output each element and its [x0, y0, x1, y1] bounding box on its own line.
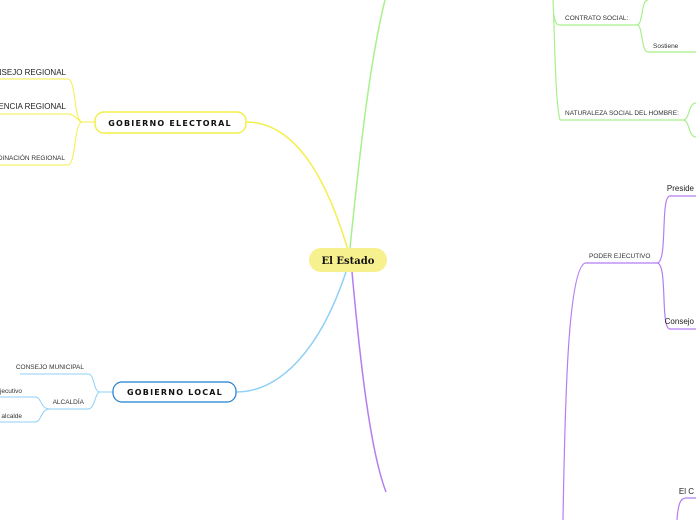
presidencia-label[interactable]: Preside — [667, 184, 695, 193]
connector-electoral — [245, 121, 349, 251]
connector-local — [235, 271, 347, 393]
connector-alcalde — [0, 408, 51, 423]
gobierno-electoral-label: GOBIERNO ELECTORAL — [108, 119, 232, 128]
gobierno-local-node[interactable] — [112, 381, 237, 403]
sostiene-label[interactable]: Sostiene — [653, 43, 679, 50]
connector-ejecutivo — [0, 396, 51, 410]
purple-trunk — [562, 262, 657, 520]
alcalde-label[interactable]: alcalde — [1, 413, 22, 420]
connector-consejo — [656, 262, 696, 330]
connector-coordinacion-regional — [0, 121, 83, 166]
el-c-label[interactable]: El C — [679, 487, 694, 496]
connector-purple — [351, 271, 387, 493]
gobierno-electoral-node[interactable] — [94, 111, 247, 134]
connector-consejo-municipal — [20, 373, 113, 393]
connector-contrato-up — [636, 0, 649, 26]
connector-presidencia-regional — [0, 113, 83, 123]
root-label: El Estado — [322, 256, 375, 267]
ejecutivo-label[interactable]: ejecutivo — [0, 388, 22, 395]
connector-sostiene — [636, 24, 696, 53]
root-node[interactable] — [309, 248, 387, 272]
alcaldia-label[interactable]: ALCALDÍA — [53, 397, 85, 406]
connector-consejo-regional — [0, 78, 95, 123]
connector-naturaleza-down — [682, 119, 696, 138]
gobierno-local-label: GOBIERNO LOCAL — [127, 388, 223, 397]
presidencia-regional-label[interactable]: PRESIDENCIA REGIONAL — [0, 102, 67, 111]
green-trunk — [552, 0, 561, 121]
consejo-regional-label[interactable]: CONSEJO REGIONAL — [0, 68, 67, 77]
coordinacion-regional-label[interactable]: COORDINACIÓN REGIONAL — [0, 153, 65, 162]
contrato-social-label[interactable]: CONTRATO SOCIAL: — [565, 15, 629, 22]
consejo-label[interactable]: Consejo — [665, 317, 695, 326]
connector-el-c — [676, 497, 696, 520]
poder-ejecutivo-label[interactable]: PODER EJECUTIVO — [589, 253, 650, 260]
consejo-municipal-label[interactable]: CONSEJO MUNICIPAL — [16, 364, 85, 371]
connector-green — [349, 0, 386, 249]
connector-naturaleza-up — [682, 102, 696, 121]
connector-presidencia — [656, 195, 696, 264]
connector-contrato — [553, 14, 637, 26]
naturaleza-social-label[interactable]: NATURALEZA SOCIAL DEL HOMBRE: — [565, 110, 679, 117]
connector-alcaldia — [50, 391, 101, 410]
